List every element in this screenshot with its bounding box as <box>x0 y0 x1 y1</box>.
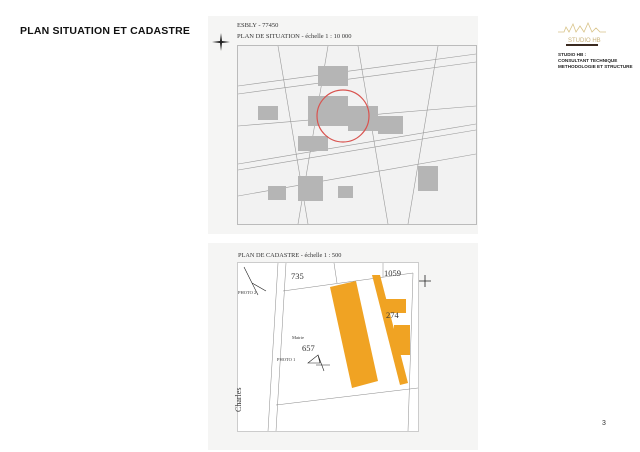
logo-line: STUDIO HB : <box>558 52 587 57</box>
parcel-657: 657 <box>302 343 315 353</box>
studio-hb-logo: STUDIO HB <box>556 20 608 50</box>
site-circle <box>316 89 370 143</box>
page-number: 3 <box>602 420 606 427</box>
logo-line: METHODOLOGIE ET STRUCTURE <box>558 64 633 69</box>
svg-text:STUDIO HB: STUDIO HB <box>568 38 601 44</box>
cadastre-heading: PLAN DE CADASTRE - échelle 1 : 500 <box>238 252 342 259</box>
street-label: Charles <box>234 387 243 412</box>
mairie-label: Mairie <box>292 335 304 340</box>
north-arrow-icon <box>419 274 431 292</box>
parcel-1059: 1059 <box>384 268 401 278</box>
situation-location: ESBLY - 77450 <box>237 22 279 29</box>
parcel-735: 735 <box>291 271 304 281</box>
page-title: PLAN SITUATION ET CADASTRE <box>20 25 191 37</box>
situation-map <box>237 45 477 225</box>
parcel-274: 274 <box>386 310 399 320</box>
situation-heading: PLAN DE SITUATION - échelle 1 : 10 000 <box>237 33 352 40</box>
north-arrow-icon <box>211 32 231 57</box>
logo-line: CONSULTANT TECHNIQUE <box>558 58 618 63</box>
photo2-label: PHOTO 2 <box>238 290 257 295</box>
cadastre-map <box>237 262 419 432</box>
logo-text: STUDIO HB : CONSULTANT TECHNIQUE METHODO… <box>558 52 633 70</box>
photo1-label: PHOTO 1 <box>277 357 296 362</box>
